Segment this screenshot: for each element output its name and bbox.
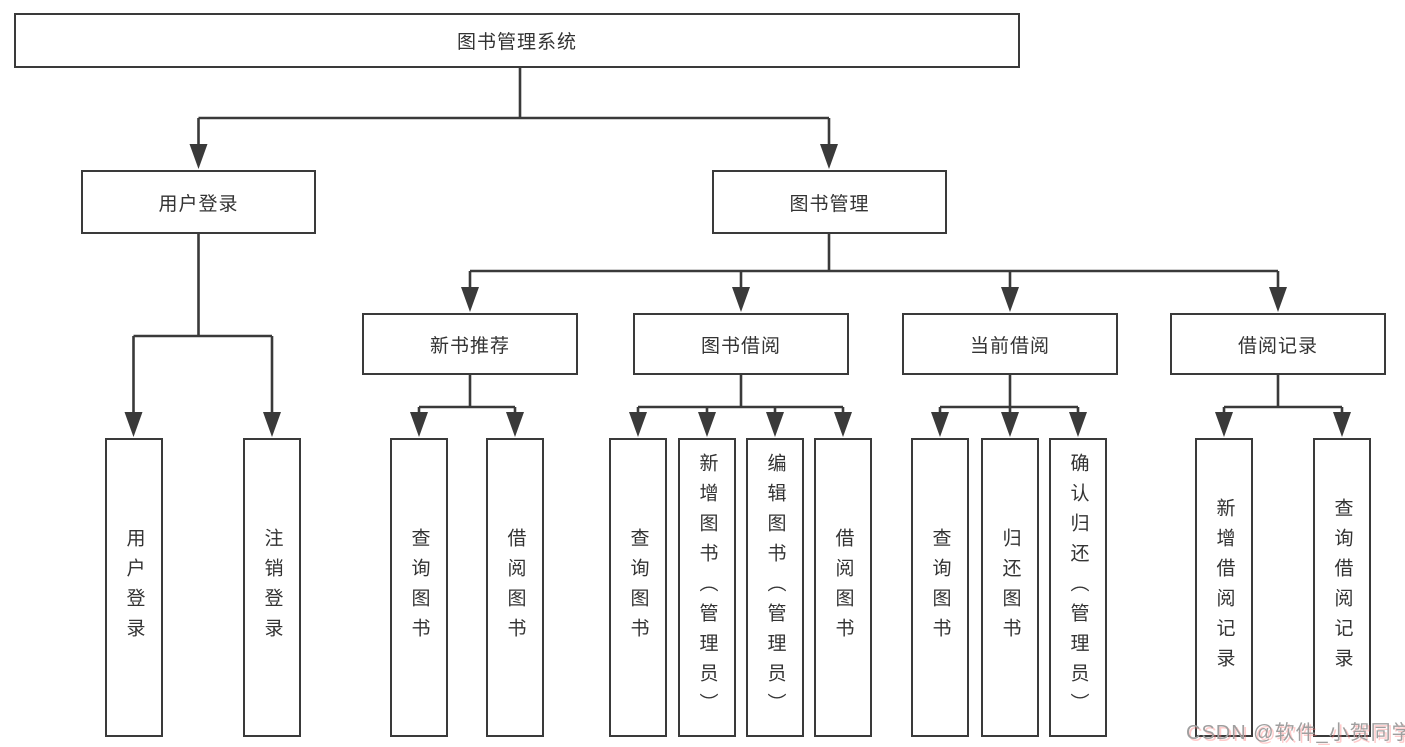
arrowhead-icon bbox=[931, 412, 949, 437]
arrowhead-icon bbox=[834, 412, 852, 437]
node-label: 用户登录 bbox=[123, 527, 145, 648]
node-library-management-system: 图书管理系统 bbox=[14, 13, 1020, 68]
arrowhead-icon bbox=[1215, 412, 1233, 437]
edge-borrow-records-to-leaves bbox=[1222, 375, 1344, 418]
node-label: 新增借阅记录 bbox=[1213, 497, 1235, 678]
arrowhead-icon bbox=[124, 412, 143, 437]
edge-book-management-to-level3 bbox=[468, 234, 1280, 293]
csdn-watermark: CSDN @软件_小贺同学 bbox=[1186, 722, 1405, 744]
node-book-management: 图书管理 bbox=[712, 170, 947, 234]
leaf-query-books-current: 查询图书 bbox=[911, 438, 969, 737]
arrowhead-icon bbox=[1269, 287, 1287, 312]
node-label: 查询图书 bbox=[627, 527, 649, 648]
node-borrow-records: 借阅记录 bbox=[1170, 313, 1386, 375]
leaf-edit-books-admin: 编辑图书（管理员） bbox=[746, 438, 804, 737]
node-label: 注销登录 bbox=[261, 527, 283, 648]
arrowhead-icon bbox=[698, 412, 716, 437]
node-label: 查询图书 bbox=[408, 527, 430, 648]
leaf-query-books-borrowing: 查询图书 bbox=[609, 438, 667, 737]
arrowhead-icon bbox=[1069, 412, 1087, 437]
arrowhead-icon bbox=[410, 412, 428, 437]
node-label: 当前借阅 bbox=[969, 335, 1050, 357]
arrowhead-icon bbox=[629, 412, 647, 437]
arrowhead-icon bbox=[189, 144, 208, 169]
node-label: 查询图书 bbox=[929, 527, 951, 648]
leaf-add-books-admin: 新增图书（管理员） bbox=[678, 438, 736, 737]
node-label: 归还图书 bbox=[999, 527, 1021, 648]
leaf-user-login: 用户登录 bbox=[105, 438, 163, 737]
leaf-borrow-books-recommend: 借阅图书 bbox=[486, 438, 544, 737]
arrowhead-icon bbox=[732, 287, 750, 312]
node-label: 借阅记录 bbox=[1237, 335, 1318, 357]
arrowhead-icon bbox=[766, 412, 784, 437]
node-label: 新书推荐 bbox=[429, 335, 510, 357]
node-label: 查询借阅记录 bbox=[1331, 497, 1353, 678]
edge-current-borrowing-to-leaves bbox=[938, 375, 1080, 418]
leaf-logout: 注销登录 bbox=[243, 438, 301, 737]
edge-user-login-to-leaves bbox=[132, 234, 274, 418]
node-book-borrowing: 图书借阅 bbox=[633, 313, 849, 375]
node-label: 编辑图书（管理员） bbox=[764, 452, 786, 723]
arrowhead-icon bbox=[263, 412, 281, 437]
node-label: 确认归还（管理员） bbox=[1067, 452, 1089, 723]
leaf-borrow-books-borrowing: 借阅图书 bbox=[814, 438, 872, 737]
edge-root-to-level2 bbox=[197, 68, 831, 150]
leaf-query-books-recommend: 查询图书 bbox=[390, 438, 448, 737]
arrowhead-icon bbox=[1333, 412, 1351, 437]
node-new-book-recommend: 新书推荐 bbox=[362, 313, 578, 375]
arrowhead-icon bbox=[1001, 287, 1019, 312]
node-label: 借阅图书 bbox=[504, 527, 526, 648]
node-label: 图书管理 bbox=[789, 193, 870, 215]
node-label: 新增图书（管理员） bbox=[696, 452, 718, 723]
node-label: 借阅图书 bbox=[832, 527, 854, 648]
node-label: 图书借阅 bbox=[700, 335, 781, 357]
edge-book-borrowing-to-leaves bbox=[636, 375, 845, 418]
arrowhead-icon bbox=[1001, 412, 1019, 437]
arrowhead-icon bbox=[506, 412, 524, 437]
leaf-add-borrow-record: 新增借阅记录 bbox=[1195, 438, 1253, 737]
arrowhead-icon bbox=[461, 287, 479, 312]
leaf-return-books: 归还图书 bbox=[981, 438, 1039, 737]
arrowhead-icon bbox=[820, 144, 838, 169]
node-label: 图书管理系统 bbox=[456, 32, 577, 53]
leaf-query-borrow-record: 查询借阅记录 bbox=[1313, 438, 1371, 737]
node-current-borrowing: 当前借阅 bbox=[902, 313, 1118, 375]
leaf-confirm-return-admin: 确认归还（管理员） bbox=[1049, 438, 1107, 737]
node-label: 用户登录 bbox=[158, 193, 239, 215]
node-user-login: 用户登录 bbox=[81, 170, 316, 234]
edge-new-book-recommend-to-leaves bbox=[417, 375, 517, 418]
